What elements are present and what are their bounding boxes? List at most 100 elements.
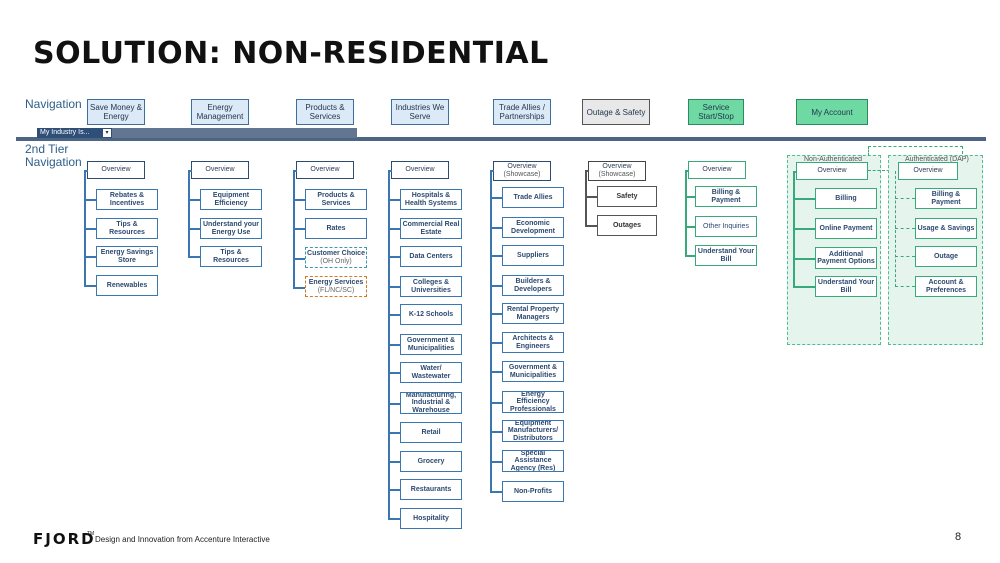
nav-outage-safety[interactable]: Outage & Safety (582, 99, 650, 125)
connector (585, 225, 597, 227)
sub-understand-your-bill[interactable]: Understand Your Bill (815, 276, 877, 297)
connector (388, 286, 400, 288)
sub-retail[interactable]: Retail (400, 422, 462, 443)
connector (490, 461, 502, 463)
sub-water-wastewater[interactable]: Water/ Wastewater (400, 362, 462, 383)
sub-architects-engineers[interactable]: Architects & Engineers (502, 332, 564, 353)
industry-bar (37, 128, 357, 138)
sub-restaurants[interactable]: Restaurants (400, 479, 462, 500)
authenticated-label: Authenticated (DAP) (905, 156, 969, 163)
sub-colleges-universities[interactable]: Colleges & Universities (400, 276, 462, 297)
sub-other-inquiries[interactable]: Other Inquiries (695, 216, 757, 237)
nav-products-services[interactable]: Products & Services (296, 99, 354, 125)
connector (388, 314, 400, 316)
non-authenticated-label: Non-Authenticated (804, 156, 862, 163)
industries-overview[interactable]: Overview (391, 161, 449, 179)
connector (793, 198, 815, 200)
sub-equipment-manufacturers[interactable]: Equipment Manufacturers/ Distributors (502, 420, 564, 442)
connector (188, 256, 200, 258)
sub-economic-development[interactable]: Economic Development (502, 217, 564, 238)
sub-understand-your-bill-service[interactable]: Understand Your Bill (695, 245, 757, 266)
sub-manufacturing[interactable]: Manufacturing, Industrial & Warehouse (400, 392, 462, 414)
connector (585, 196, 597, 198)
sub-hospitality[interactable]: Hospitality (400, 508, 462, 529)
trade-allies-overview[interactable]: Overview (Showcase) (493, 161, 551, 181)
sub-builders-developers[interactable]: Builders & Developers (502, 275, 564, 296)
sub-outages[interactable]: Outages (597, 215, 657, 236)
nav-my-account[interactable]: My Account (796, 99, 868, 125)
connector (388, 461, 400, 463)
connector (490, 170, 492, 492)
outage-safety-overview[interactable]: Overview (Showcase) (588, 161, 646, 181)
sub-data-centers[interactable]: Data Centers (400, 246, 462, 267)
service-overview[interactable]: Overview (688, 161, 746, 179)
energy-services-label: Energy Services (308, 279, 364, 286)
connector (388, 432, 400, 434)
nav-service-start-stop[interactable]: Service Start/Stop (688, 99, 744, 125)
connector (388, 344, 400, 346)
customer-choice-note: (OH Only) (320, 257, 352, 265)
navigation-label: Navigation (25, 97, 82, 111)
sub-government-municipalities[interactable]: Government & Municipalities (400, 334, 462, 355)
sub-hospitals[interactable]: Hospitals & Health Systems (400, 189, 462, 210)
chevron-down-icon[interactable]: ▾ (103, 129, 111, 137)
nav-industries-we-serve[interactable]: Industries We Serve (391, 99, 449, 125)
sub-commercial-real-estate[interactable]: Commercial Real Estate (400, 218, 462, 239)
sub-safety[interactable]: Safety (597, 186, 657, 207)
connector (490, 170, 494, 172)
energy-management-overview[interactable]: Overview (191, 161, 249, 179)
sub-products-services[interactable]: Products & Services (305, 189, 367, 210)
sub-suppliers[interactable]: Suppliers (502, 245, 564, 266)
connector (388, 372, 400, 374)
non-auth-overview[interactable]: Overview (796, 162, 868, 180)
sub-understand-energy-use[interactable]: Understand your Energy Use (200, 218, 262, 239)
sub-grocery[interactable]: Grocery (400, 451, 462, 472)
sub-trade-allies[interactable]: Trade Allies (502, 187, 564, 208)
connector (188, 228, 200, 230)
sub-usage-savings[interactable]: Usage & Savings (915, 218, 977, 239)
auth-overview[interactable]: Overview (898, 162, 958, 180)
page-number: 8 (955, 531, 962, 543)
sub-renewables[interactable]: Renewables (96, 275, 158, 296)
connector (293, 199, 305, 201)
sub-rebates-incentives[interactable]: Rebates & Incentives (96, 189, 158, 210)
sub-billing-payment-service[interactable]: Billing & Payment (695, 186, 757, 207)
connector (685, 226, 695, 228)
connector (490, 285, 502, 287)
sub-energy-efficiency-professionals[interactable]: Energy Efficiency Professionals (502, 391, 564, 413)
sub-equipment-efficiency[interactable]: Equipment Efficiency (200, 189, 262, 210)
connector (84, 228, 96, 230)
sub-additional-payment-options[interactable]: Additional Payment Options (815, 247, 877, 269)
connector (188, 170, 192, 172)
connector (895, 198, 915, 199)
trademark-mark: TM (87, 531, 95, 537)
sub-billing[interactable]: Billing (815, 188, 877, 209)
sub-auth-billing-payment[interactable]: Billing & Payment (915, 188, 977, 209)
nav-trade-allies[interactable]: Trade Allies / Partnerships (493, 99, 551, 125)
nav-energy-management[interactable]: Energy Management (191, 99, 249, 125)
sub-tips-resources[interactable]: Tips & Resources (96, 218, 158, 239)
connector (84, 170, 88, 172)
sub-energy-services[interactable]: Energy Services (FL/NC/SC) (305, 276, 367, 297)
industry-select[interactable]: My Industry Is... (37, 128, 112, 138)
energy-services-note: (FL/NC/SC) (317, 286, 355, 294)
sub-k12-schools[interactable]: K-12 Schools (400, 304, 462, 325)
sub-energy-savings-store[interactable]: Energy Savings Store (96, 246, 158, 267)
sub-outage[interactable]: Outage (915, 246, 977, 267)
sub-rates[interactable]: Rates (305, 218, 367, 239)
sub-online-payment[interactable]: Online Payment (815, 218, 877, 239)
connector (188, 199, 200, 201)
sub-special-assistance-agency[interactable]: Special Assistance Agency (Res) (502, 450, 564, 472)
sub-rental-property-managers[interactable]: Rental Property Managers (502, 303, 564, 324)
sub-non-profits[interactable]: Non-Profits (502, 481, 564, 502)
products-services-overview[interactable]: Overview (296, 161, 354, 179)
sub-customer-choice[interactable]: Customer Choice (OH Only) (305, 247, 367, 268)
connector (490, 371, 502, 373)
connector (84, 285, 96, 287)
connector (685, 255, 695, 257)
nav-save-money-energy[interactable]: Save Money & Energy (87, 99, 145, 125)
sub-account-preferences[interactable]: Account & Preferences (915, 276, 977, 297)
sub-government-municipalities-2[interactable]: Government & Municipalities (502, 361, 564, 382)
save-money-overview[interactable]: Overview (87, 161, 145, 179)
sub-tips-resources-2[interactable]: Tips & Resources (200, 246, 262, 267)
